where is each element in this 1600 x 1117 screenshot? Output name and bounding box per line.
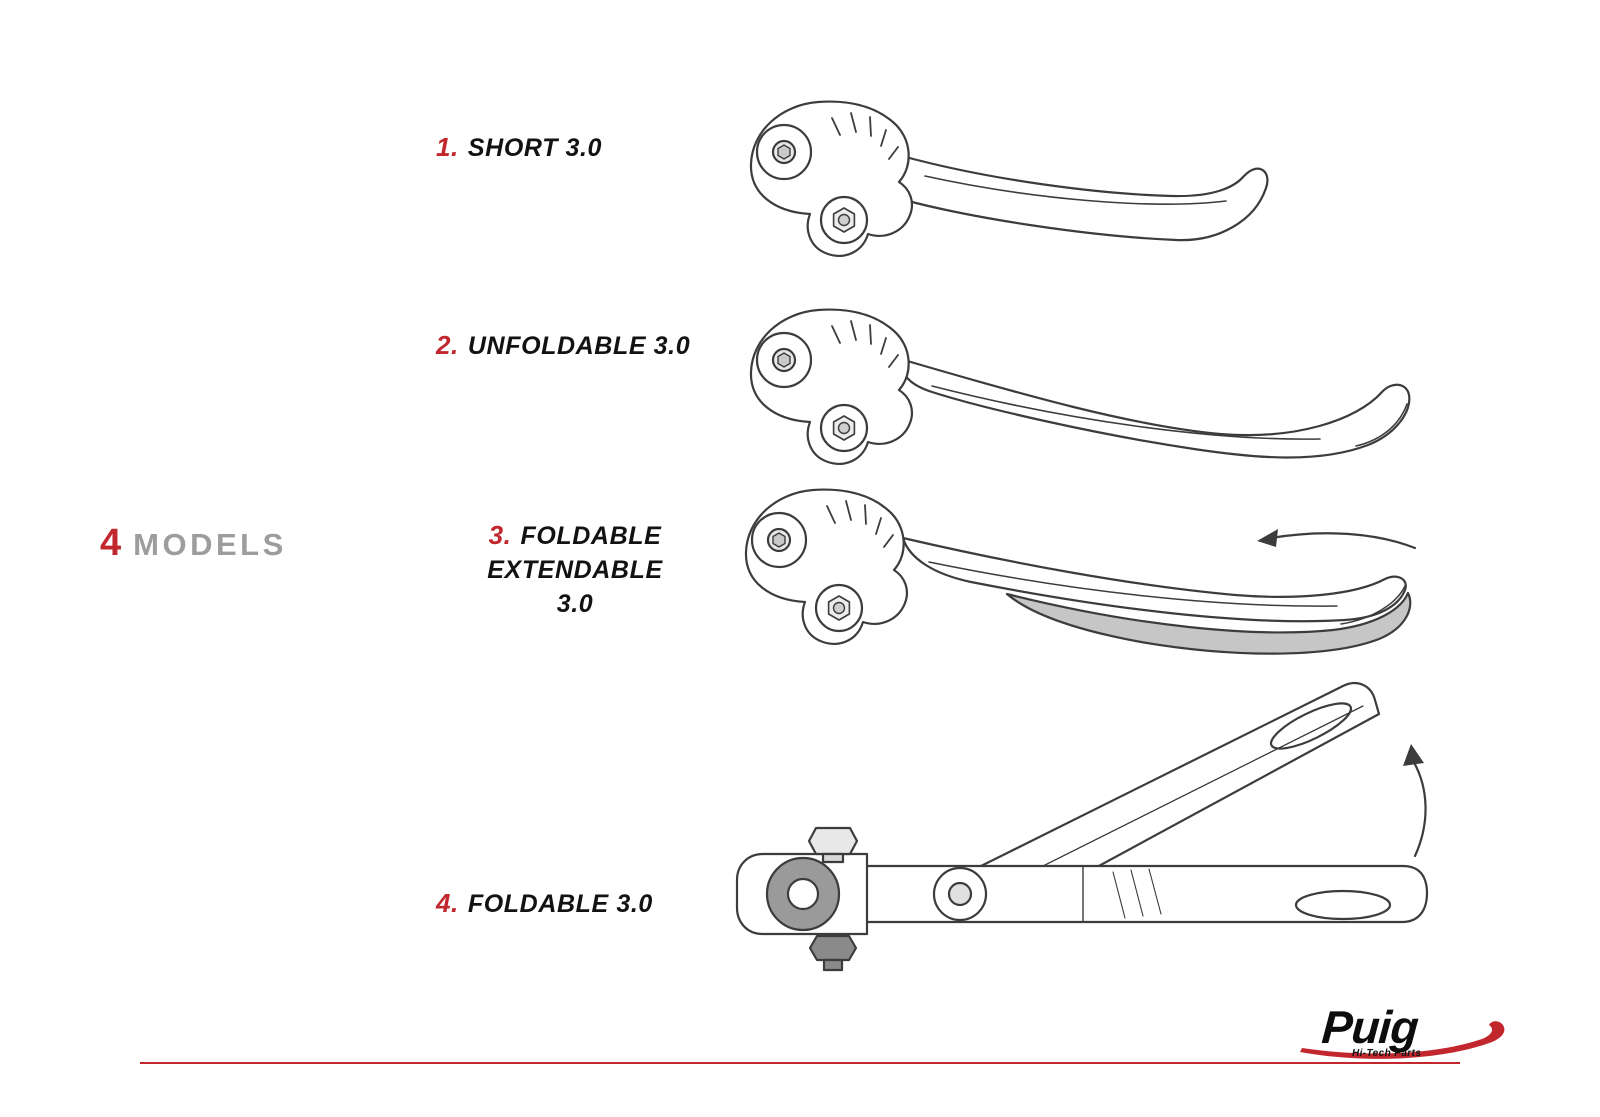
model-2-number: 2. (436, 330, 459, 360)
model-3-number: 3. (488, 520, 512, 550)
model-3-label: 3.FOLDABLE EXTENDABLE 3.0 (420, 518, 730, 621)
logo-tagline-text: Hi-Tech Parts (1352, 1048, 1422, 1059)
lever-foldable-drawing (735, 682, 1429, 972)
model-1-label: 1. SHORT 3.0 (436, 132, 602, 163)
models-header: 4 MODELS (100, 522, 287, 565)
model-1-text: SHORT 3.0 (467, 134, 603, 162)
logo-brand-text: Puig (1320, 1001, 1420, 1053)
extend-arrow-icon (1257, 529, 1417, 550)
lever-foldable-extendable-drawing (744, 488, 1417, 655)
puig-logo: Puig Hi-Tech Parts (1296, 1001, 1510, 1068)
model-2-text: UNFOLDABLE 3.0 (467, 332, 691, 360)
model-4-label: 4. FOLDABLE 3.0 (436, 888, 653, 919)
model-4-number: 4. (436, 888, 459, 918)
lever-short-drawing (749, 100, 1269, 257)
models-label: MODELS (133, 527, 287, 562)
logo-swoosh (1300, 1021, 1505, 1059)
model-4-text: FOLDABLE 3.0 (467, 890, 653, 918)
lever-unfoldable-drawing (749, 308, 1411, 465)
footer-divider-line (140, 1062, 1460, 1064)
model-3-text: FOLDABLE EXTENDABLE (487, 522, 663, 584)
model-1-number: 1. (436, 132, 459, 162)
fold-arrow-icon (1403, 744, 1427, 858)
model-3-text-line2: 3.0 (556, 589, 594, 618)
models-count: 4 (100, 522, 122, 564)
model-2-label: 2. UNFOLDABLE 3.0 (436, 330, 690, 361)
